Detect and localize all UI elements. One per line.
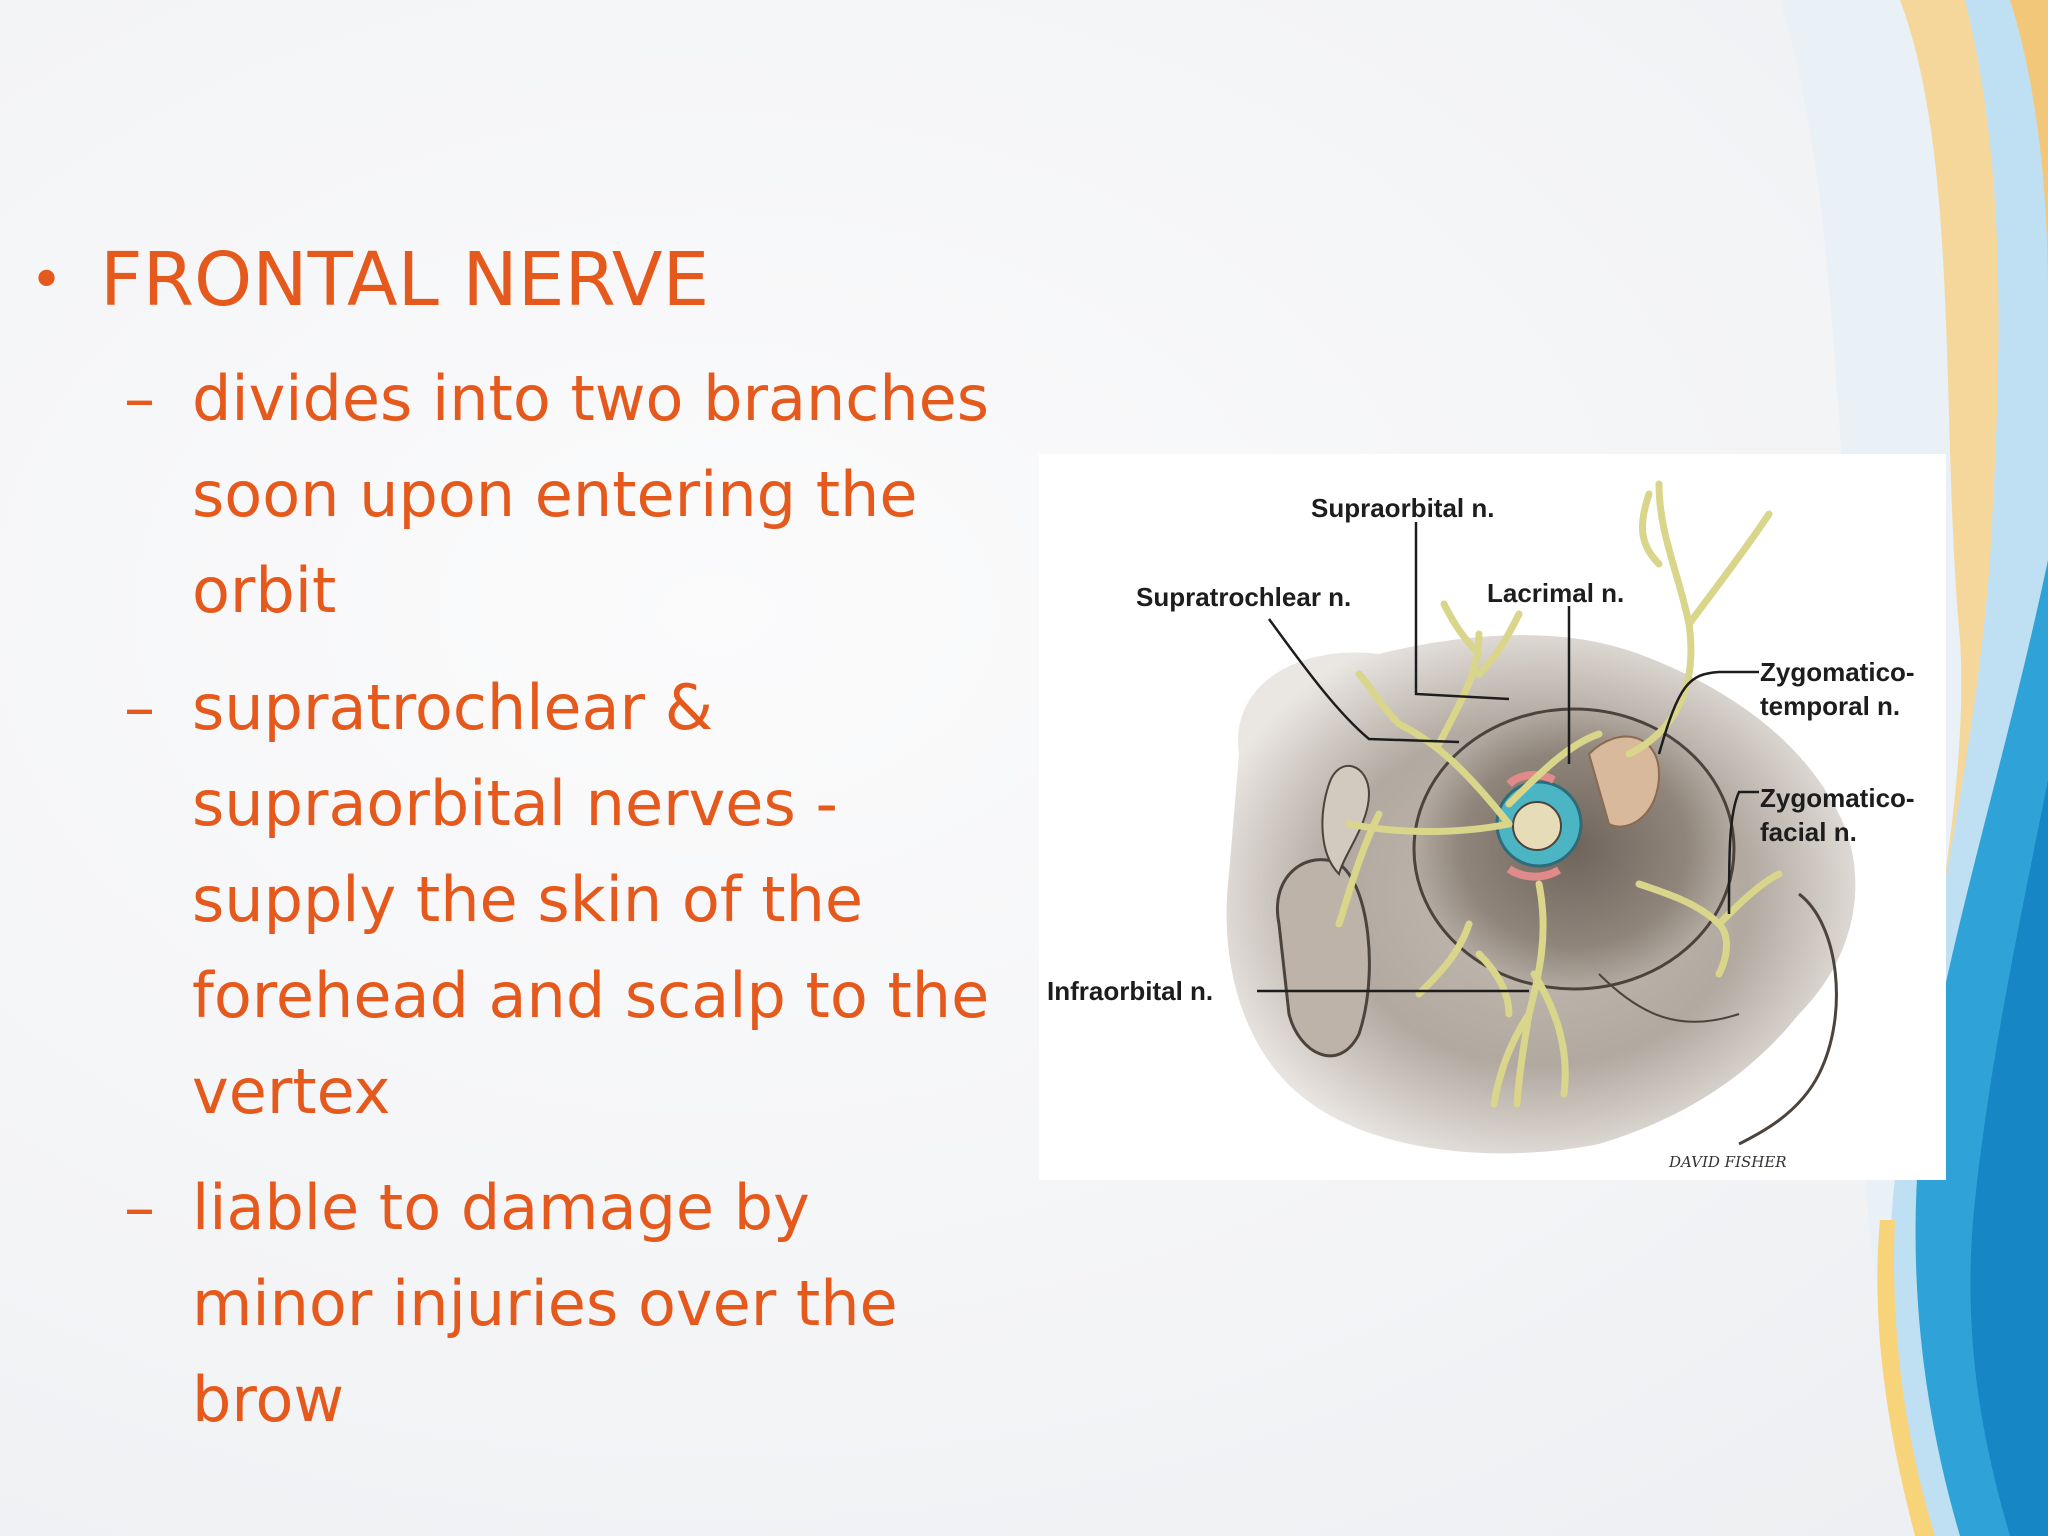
heading-bullet: • FRONTAL NERVE — [30, 232, 709, 329]
artist-signature: DAVID FISHER — [1668, 1153, 1787, 1171]
bullet-glyph: • — [30, 248, 64, 313]
label-zygomaticofacial-1: Zygomatico- — [1760, 783, 1915, 813]
label-supraorbital: Supraorbital n. — [1311, 493, 1494, 523]
heading-text: FRONTAL NERVE — [100, 237, 710, 323]
sub-point: – liable to damage by minor injuries ove… — [124, 1160, 1024, 1448]
dash-glyph: – — [124, 1171, 155, 1244]
label-zygomaticofacial-2: facial n. — [1760, 817, 1857, 847]
slide-text: • FRONTAL NERVE – divides into two branch… — [30, 232, 1024, 1448]
skull-drawing — [1226, 635, 1856, 1154]
dash-glyph: – — [124, 671, 155, 744]
orbit-nerve-illustration: Supraorbital n. Supratrochlear n. Lacrim… — [1039, 454, 1946, 1180]
label-zygomaticotemporal-2: temporal n. — [1760, 691, 1900, 721]
sub-point-line: supply the skin of the — [192, 863, 864, 936]
sub-point-line: forehead and scalp to the — [192, 959, 990, 1032]
label-lacrimal: Lacrimal n. — [1487, 578, 1624, 608]
sub-point: – supratrochlear & supraorbital nerves -… — [124, 660, 1024, 1140]
dash-glyph: – — [124, 362, 155, 435]
nerve-paths — [1335, 480, 1783, 1108]
sub-point-line: orbit — [192, 554, 337, 627]
sub-point: – divides into two branches soon upon en… — [124, 351, 1024, 639]
sub-point-line: soon upon entering the — [192, 458, 918, 531]
leader-lines — [1257, 522, 1759, 993]
sub-point-line: vertex — [192, 1055, 391, 1128]
label-infraorbital: Infraorbital n. — [1047, 976, 1213, 1006]
sub-point-line: liable to damage by — [192, 1171, 810, 1244]
sub-point-line: brow — [192, 1363, 345, 1436]
label-zygomaticotemporal-1: Zygomatico- — [1760, 657, 1915, 687]
label-supratrochlear: Supratrochlear n. — [1136, 582, 1351, 612]
illustration-svg: Supraorbital n. Supratrochlear n. Lacrim… — [1047, 480, 1915, 1171]
sub-point-line: minor injuries over the — [192, 1267, 898, 1340]
sub-point-line: supraorbital nerves - — [192, 767, 838, 840]
sub-point-line: supratrochlear & — [192, 671, 714, 744]
sub-point-line: divides into two branches — [192, 362, 990, 435]
